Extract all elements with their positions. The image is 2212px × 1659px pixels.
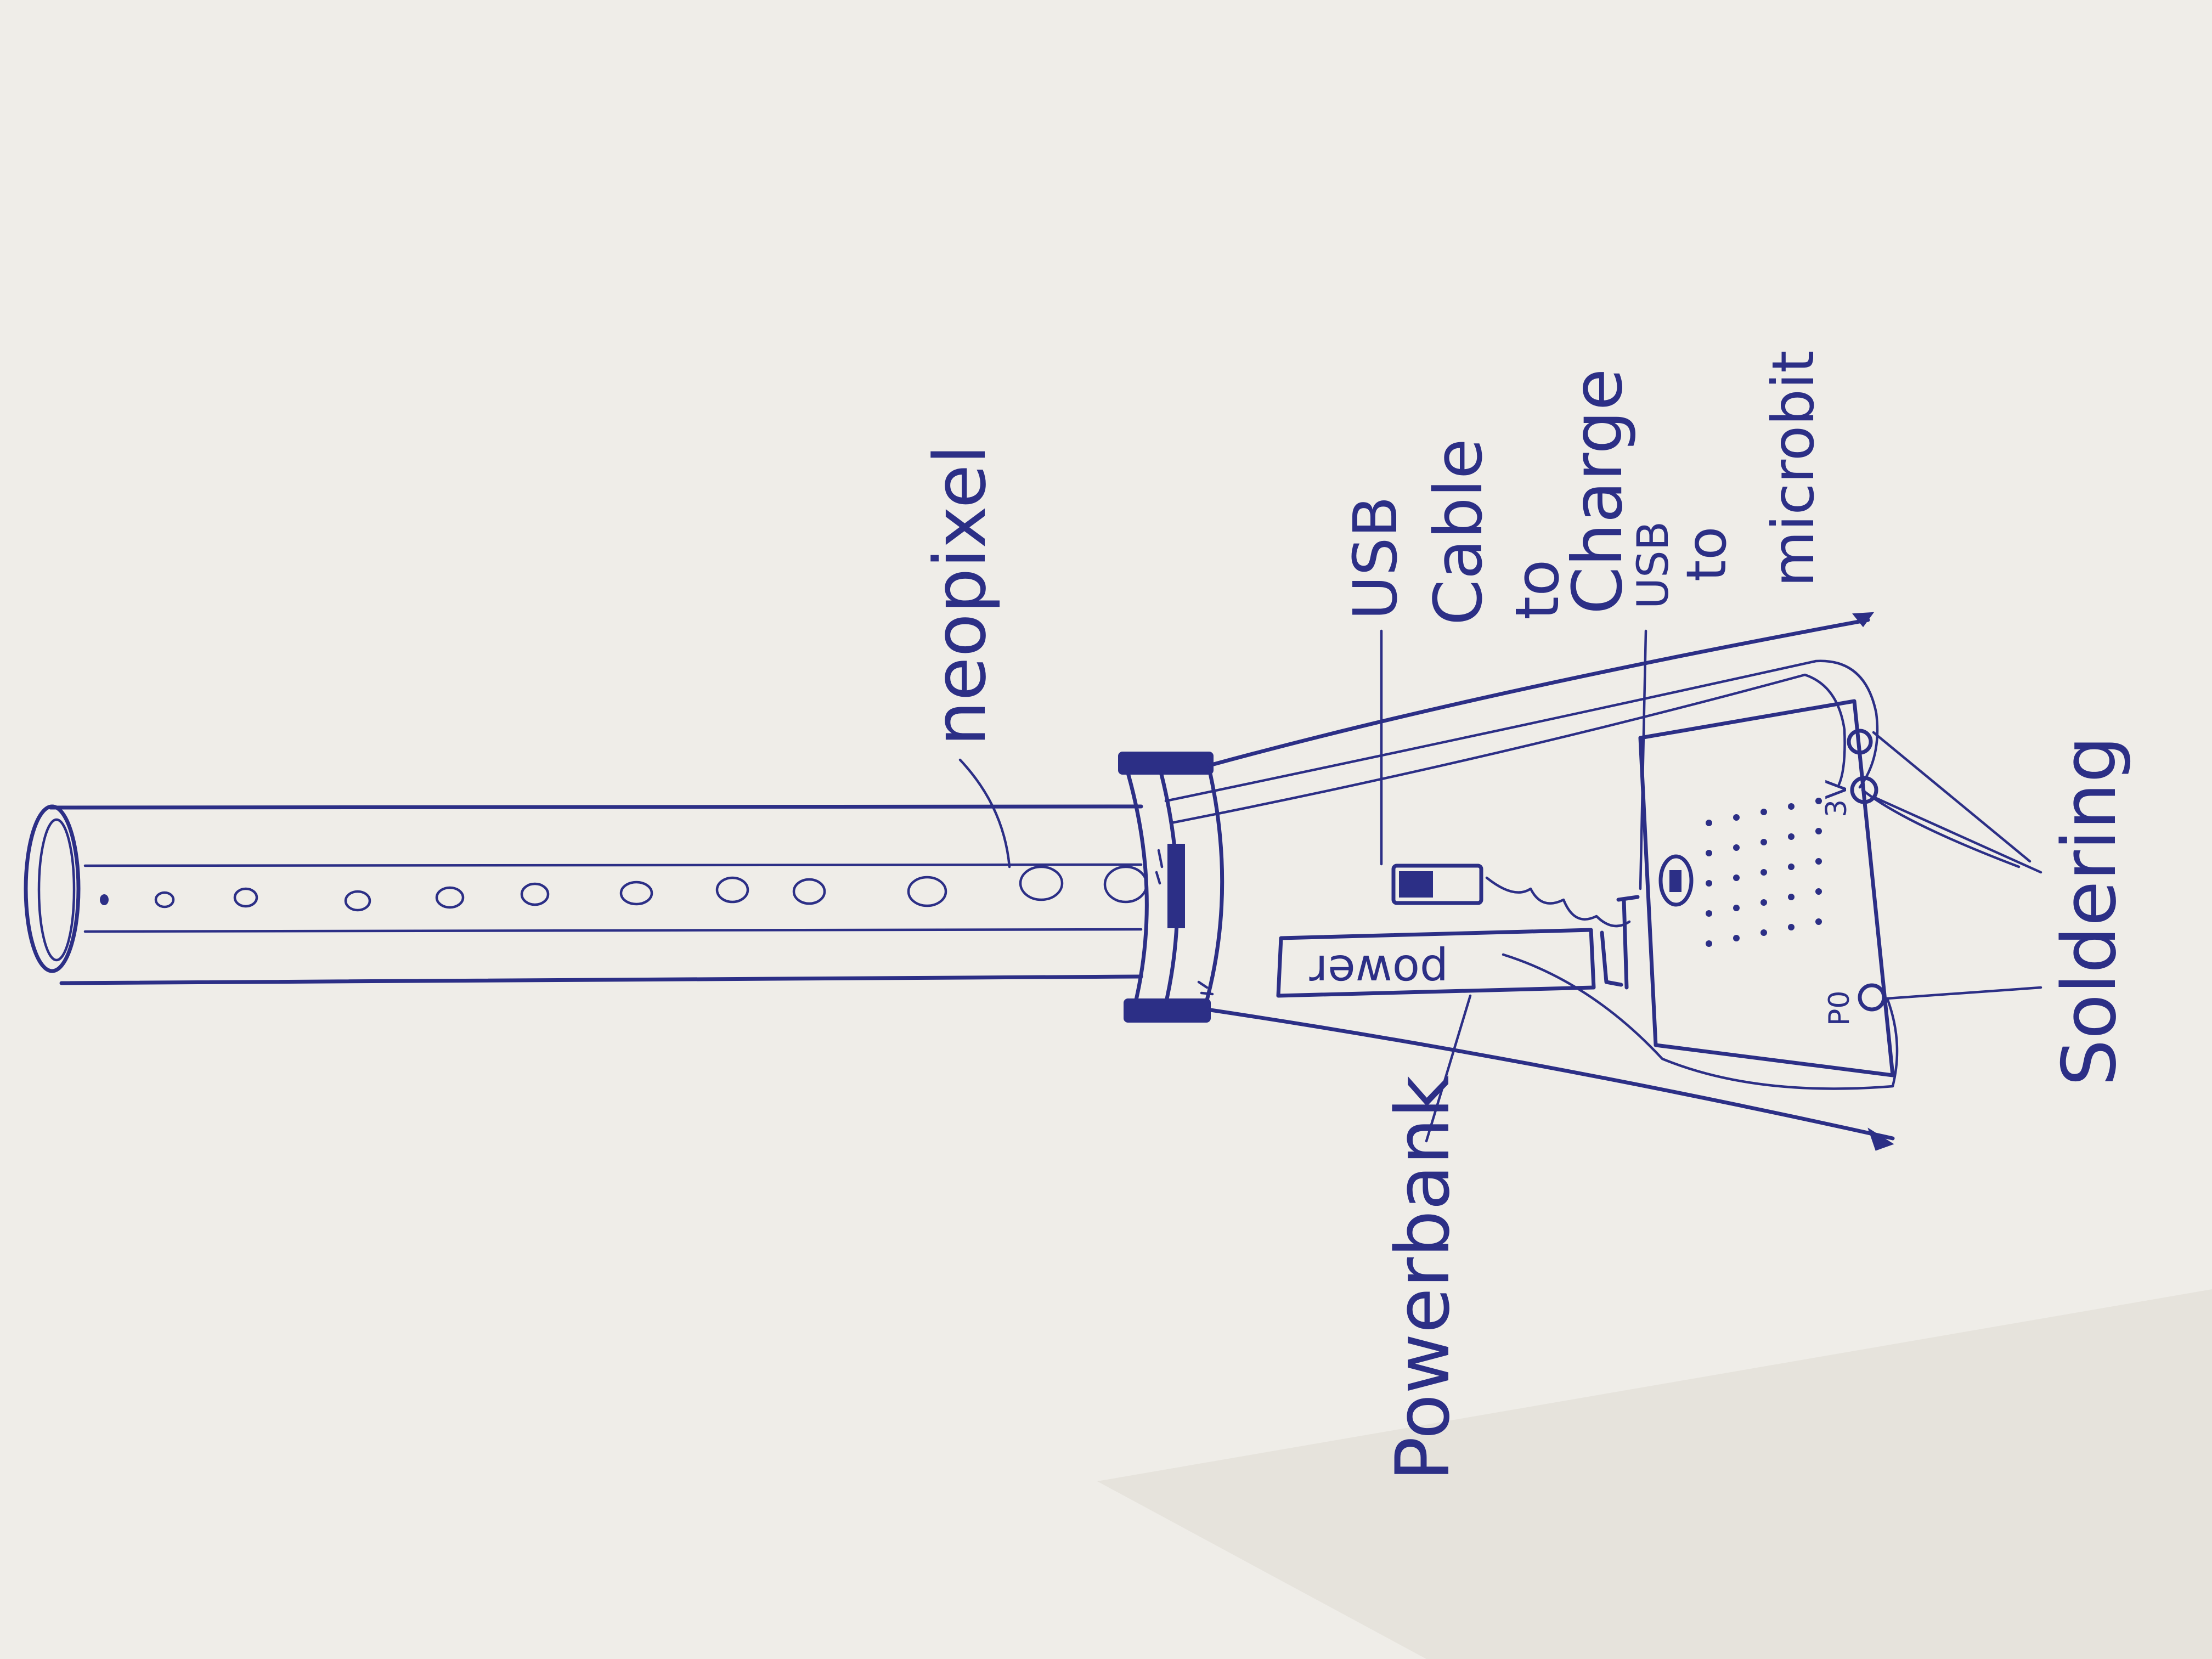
matrix-led [1733,814,1740,821]
microbit-pin-p0-label: P0 [1823,991,1856,1026]
matrix-led [1788,833,1795,840]
handle-bottom-edge [1207,1009,1893,1138]
handle-body [1207,613,1893,1149]
usb-microbit-label-group: USB to microbit [1629,351,1827,609]
matrix-led [1760,839,1767,845]
microbit-usb-plug [1602,897,1638,988]
matrix-led [1788,803,1795,810]
neopixel-led [346,891,370,910]
neopixel-led [156,893,173,907]
neopixel-leader-line [960,760,1009,867]
soldering-leader-3 [1887,988,2041,998]
powerbank-power-label: power [1309,945,1448,997]
neopixel-label: neopixel [918,444,1002,746]
matrix-led [1788,924,1795,930]
matrix-led [1815,858,1822,865]
wire-3v-upper [1166,661,1877,801]
handle-bottom-arrow [1870,1130,1892,1149]
usb-charge-jack-inner [1400,872,1432,896]
microbit-usb-port-slot [1671,871,1680,891]
matrix-led [1706,820,1712,826]
tube-top-edge [50,806,1141,808]
microbit-board: 3V P0 [1602,631,1893,1075]
neopixel-led [522,884,548,905]
paper-fold-shadow [1097,1289,2212,1659]
matrix-led [1733,874,1740,881]
matrix-led [1760,929,1767,936]
tube-strip-line-lower [85,929,1141,932]
neopixel-strip [100,867,1147,910]
soldering-label: Soldering [2046,736,2132,1086]
tube-strip-line-upper [85,865,1141,866]
neopixel-led [235,889,257,906]
collar-top-cap [1119,753,1212,774]
microbit-pin-3v-label: 3V [1820,780,1853,817]
neopixel-led [621,882,652,904]
soldering-leader-2 [1876,798,2041,872]
usb-microbit-label-line3: microbit [1760,351,1827,587]
neopixel-led [717,878,748,902]
microbit-pin-p0 [1860,985,1884,1009]
matrix-led [1815,888,1822,895]
matrix-led [1760,809,1767,815]
tube-open-end [26,806,78,971]
to-charge-label-line2: Charge [1558,368,1638,614]
matrix-led [1706,910,1712,917]
matrix-led [1815,918,1822,925]
matrix-led [1733,844,1740,851]
neopixel-led [100,894,109,905]
matrix-led [1706,880,1712,887]
matrix-led [1706,850,1712,856]
collar-bottom-cap [1125,1000,1210,1022]
matrix-led [1706,940,1712,947]
usb-cable-label-line2: Cable [1421,438,1497,625]
usb-cable-label-line1: USB [1340,496,1410,620]
matrix-led [1815,828,1822,834]
powerbank-label: Powerbank [1380,1075,1466,1481]
usb-microbit-label-line2: to [1674,527,1739,582]
microbit-led-matrix [1706,798,1822,947]
matrix-led [1760,899,1767,906]
usb-microbit-label-line1: USB [1629,521,1678,609]
neopixel-led [909,877,946,906]
matrix-led [1788,894,1795,900]
matrix-led [1733,905,1740,911]
matrix-led [1788,864,1795,870]
tube-bottom-edge [61,977,1141,983]
matrix-led [1733,935,1740,941]
wire-usb-jack [1487,878,1629,926]
powerbank: power Powerbank [1278,930,1594,1481]
neopixel-led [1020,867,1062,900]
neopixel-led [1105,867,1147,902]
matrix-led [1760,869,1767,876]
soldering-callout: Soldering [1874,732,2132,1086]
tube [26,806,1141,983]
usb-cable-label-group: USB Cable to Charge [1340,368,1638,625]
neopixel-callout: neopixel [918,444,1009,867]
soldering-leader-1 [1874,732,2030,861]
strip-connector [1169,845,1184,927]
tube-open-end-inner [39,820,74,960]
neopixel-led [437,888,463,907]
neopixel-led [794,879,825,904]
